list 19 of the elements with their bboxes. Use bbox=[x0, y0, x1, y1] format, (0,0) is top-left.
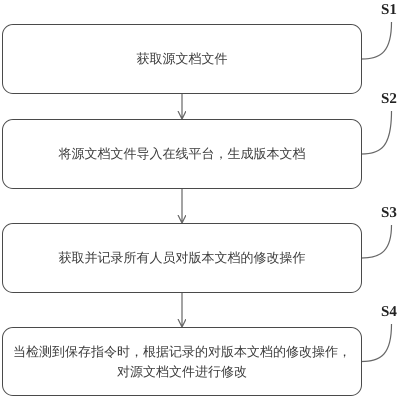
step-number: S1 bbox=[381, 1, 397, 19]
step-text: 当检测到保存指令时，根据记录的对版本文档的修改操作，对源文档文件进行修改 bbox=[12, 342, 352, 380]
process-box bbox=[2, 327, 362, 396]
step-number: S2 bbox=[381, 90, 397, 108]
arrow bbox=[177, 94, 187, 120]
leader-line bbox=[362, 324, 392, 362]
step-text: 获取源文档文件 bbox=[136, 50, 228, 68]
step-number: S4 bbox=[381, 303, 397, 321]
step-number: S3 bbox=[381, 204, 397, 222]
arrow bbox=[177, 189, 187, 224]
step-text: 将源文档文件导入在线平台，生成版本文档 bbox=[58, 145, 306, 163]
arrow bbox=[177, 293, 187, 328]
leader-line bbox=[362, 224, 392, 259]
leader-line bbox=[362, 110, 392, 155]
step-text: 获取并记录所有人员对版本文档的修改操作 bbox=[58, 249, 306, 267]
process-box bbox=[2, 223, 362, 293]
process-box bbox=[2, 119, 362, 189]
process-box bbox=[2, 24, 362, 94]
leader-line bbox=[362, 22, 392, 60]
